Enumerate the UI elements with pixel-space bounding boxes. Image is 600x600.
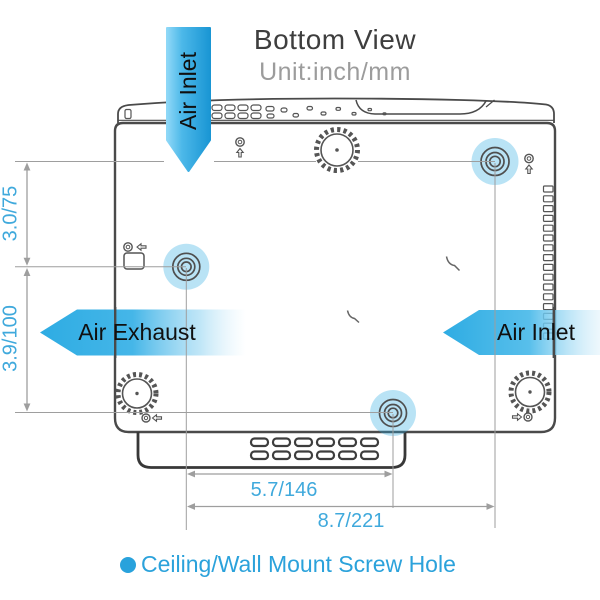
arrowhead [23, 162, 31, 171]
screw-hole-highlight [163, 243, 210, 290]
banner-right-ribbon [443, 310, 600, 355]
top-edge-strip [117, 97, 555, 123]
top-strip-vents [124, 104, 387, 120]
dimension-label-horizontal-outer: 8.7/221 [317, 510, 385, 532]
dimension-lines [15, 161, 496, 530]
screw-icon-bottom-left [141, 413, 163, 423]
arrow-right-icon [511, 412, 523, 422]
legend-label: Ceiling/Wall Mount Screw Hole [141, 551, 456, 577]
arrowhead [23, 257, 31, 266]
adjuster-foot-gear-bottom-right [508, 370, 552, 414]
dimension-label-vertical-top: 3.0/75 [0, 185, 22, 242]
air-inlet-top-label: Air Inlet [175, 52, 201, 130]
body-edge-overlays [113, 307, 555, 358]
page-title: Bottom View [253, 24, 417, 55]
arrowhead [384, 470, 393, 478]
arrow-left-icon [151, 413, 163, 423]
screw-icon-bottom-right [511, 412, 533, 422]
legend: Ceiling/Wall Mount Screw Hole [120, 551, 456, 578]
air-inlet-right-label: Air Inlet [497, 319, 575, 345]
banner-left-ribbon [40, 309, 246, 356]
arrowhead [187, 470, 195, 478]
screw-icon-left-middle [123, 242, 147, 270]
mount-slot-outline [123, 252, 145, 270]
bottom-vent-panel [136, 432, 407, 469]
arrowhead [486, 503, 495, 510]
arrowhead [23, 403, 31, 412]
adjuster-foot-gear-bottom-left [115, 372, 159, 415]
arrow-up-icon [235, 147, 245, 158]
casing-mark-right [445, 256, 461, 272]
casing-mark-center [346, 310, 360, 324]
lens-indent-outline [355, 99, 487, 115]
screw-hole-legend-dot-icon [120, 556, 136, 573]
banner-top-ribbon [166, 27, 211, 172]
screw-icon-top-left [235, 137, 245, 158]
screw-icon-top-right [524, 153, 534, 175]
dimension-label-horizontal-inner: 5.7/146 [250, 479, 318, 501]
air-exhaust-label: Air Exhaust [78, 319, 196, 345]
arrow-left-icon [136, 242, 147, 252]
arrowhead [23, 268, 31, 276]
unit-note: Unit:inch/mm [259, 58, 411, 86]
arrowhead [187, 503, 195, 510]
dimension-label-vertical-bottom: 3.9/100 [0, 305, 22, 372]
arrow-up-icon [524, 164, 534, 175]
adjuster-foot-gear-top [314, 127, 360, 173]
